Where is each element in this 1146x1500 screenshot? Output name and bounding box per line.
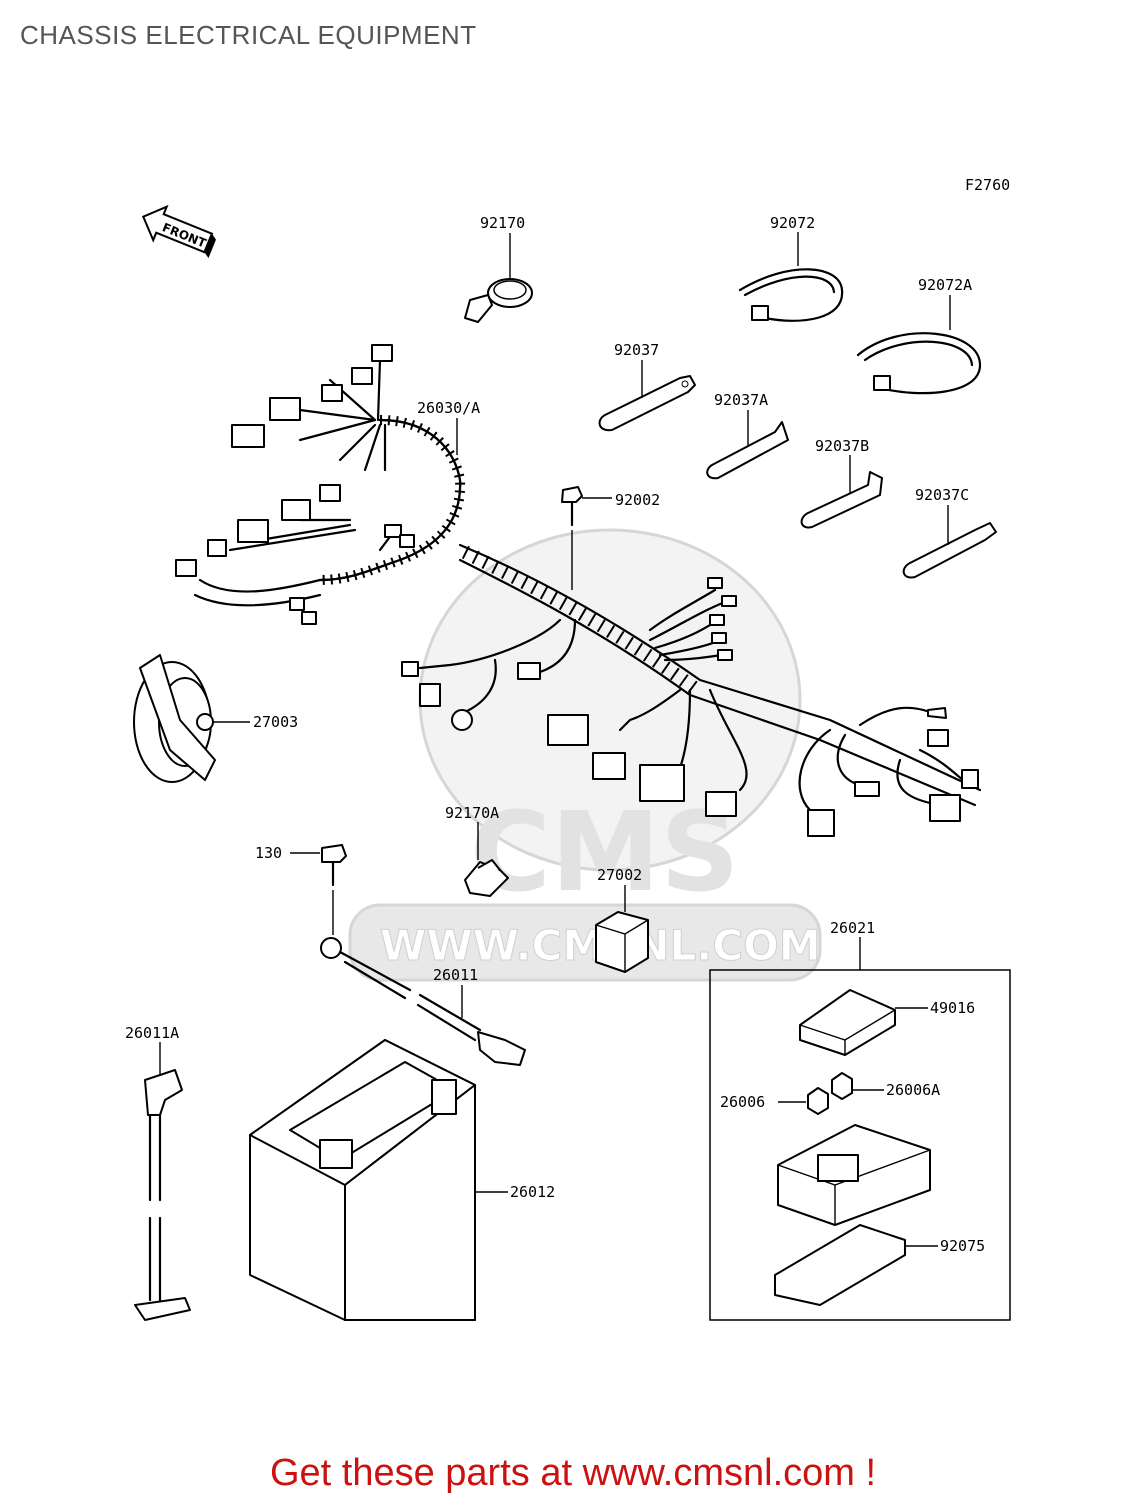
band-92037A-icon [706, 410, 789, 480]
band-92037B-icon [800, 455, 883, 529]
page-title: CHASSIS ELECTRICAL EQUIPMENT [20, 20, 477, 50]
band-92037C-icon [902, 505, 997, 579]
callout-92075: 92075 [940, 1237, 985, 1255]
callout-26011A: 26011A [125, 1024, 179, 1042]
clamp-92170A-icon [464, 822, 509, 897]
callout-49016: 49016 [930, 999, 975, 1017]
wiring-harness-icon [175, 344, 982, 837]
callout-26011: 26011 [433, 966, 478, 984]
callout-92037A: 92037A [714, 391, 768, 409]
callout-26021: 26021 [830, 919, 875, 937]
bolt-130-icon [290, 844, 347, 935]
callout-92170: 92170 [480, 214, 525, 232]
callout-92072A: 92072A [918, 276, 972, 294]
callout-92072: 92072 [770, 214, 815, 232]
watermark-text: CMS [470, 788, 739, 916]
callout-27003: 27003 [253, 713, 298, 731]
cable-tie-92072-icon [738, 232, 844, 322]
front-arrow-icon: FRONT [141, 204, 216, 259]
watermark-logo: CMS WWW.CMSNL.COM [348, 528, 822, 982]
callout-27002: 27002 [597, 866, 642, 884]
horn-27003-icon [133, 654, 250, 783]
clamp-92170-icon [464, 233, 533, 323]
battery-26012-icon [249, 1039, 508, 1321]
callout-130: 130 [255, 844, 282, 862]
screw-92002-icon [561, 486, 612, 590]
figure-code: F2760 [965, 176, 1010, 194]
band-92037-icon [598, 360, 696, 432]
battery-cable-26011-icon [320, 937, 526, 1066]
cable-tie-92072A-icon [856, 295, 982, 395]
footer-link[interactable]: Get these parts at www.cmsnl.com ! [269, 1452, 877, 1494]
callout-26006A: 26006A [886, 1081, 940, 1099]
callout-92037C: 92037C [915, 486, 969, 504]
callout-26030A: 26030/A [417, 399, 480, 417]
relay-27002-icon [595, 885, 649, 973]
battery-cable-26011A-icon [134, 1042, 191, 1321]
callout-92170A: 92170A [445, 804, 499, 822]
callout-26012: 26012 [510, 1183, 555, 1201]
callout-92002: 92002 [615, 491, 660, 509]
callout-26006: 26006 [720, 1093, 765, 1111]
callout-92037B: 92037B [815, 437, 869, 455]
callout-92037: 92037 [614, 341, 659, 359]
fuse-box-26021-group [709, 937, 1011, 1321]
